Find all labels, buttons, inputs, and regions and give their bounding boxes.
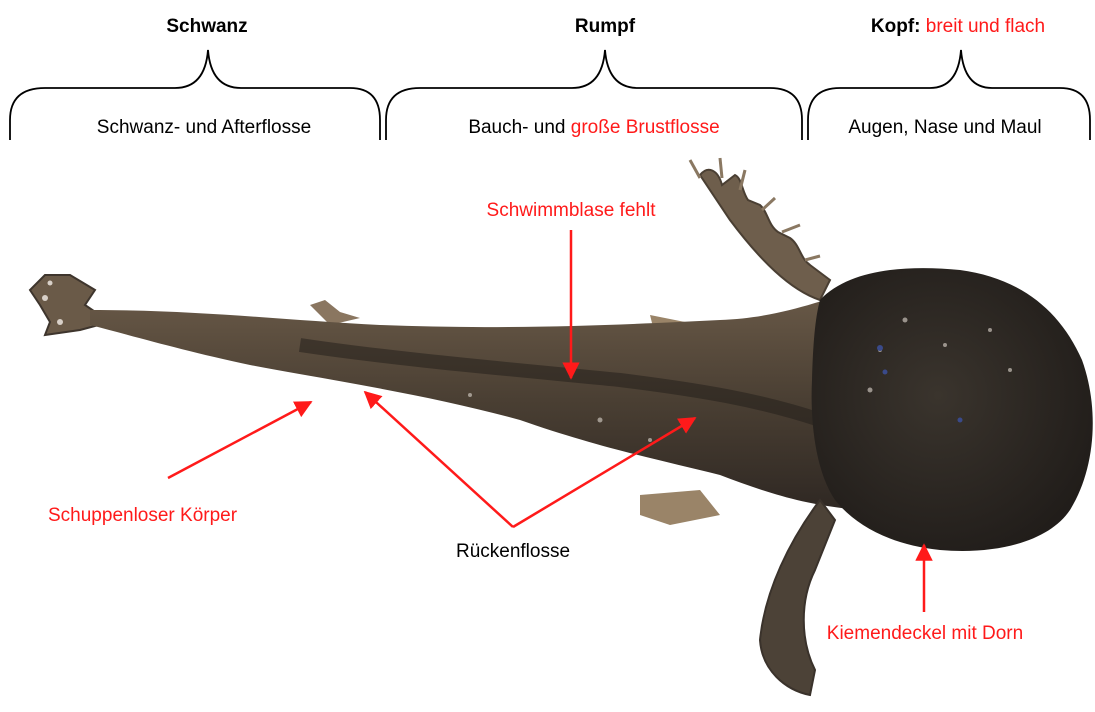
section-content-tail: Schwanz- und Afterflosse xyxy=(97,117,311,139)
label-gill-cover: Kiemendeckel mit Dorn xyxy=(827,623,1023,645)
label-scaleless-body: Schuppenloser Körper xyxy=(48,505,237,527)
section-content-trunk-plain: Bauch- und xyxy=(468,117,570,138)
section-title-head-red: breit und flach xyxy=(920,16,1045,37)
section-content-head: Augen, Nase und Maul xyxy=(848,117,1041,139)
arrow-scaleless-body xyxy=(168,402,311,478)
section-content-trunk-red: große Brustflosse xyxy=(571,117,720,138)
section-title-head: Kopf: breit und flach xyxy=(871,16,1045,38)
fish-photo xyxy=(30,158,1093,695)
section-title-trunk: Rumpf xyxy=(575,16,635,38)
label-dorsal-fin: Rückenflosse xyxy=(456,541,570,563)
section-title-tail: Schwanz xyxy=(166,16,247,38)
section-content-trunk: Bauch- und große Brustflosse xyxy=(468,117,719,139)
label-swim-bladder: Schwimmblase fehlt xyxy=(487,200,656,222)
section-title-head-bold: Kopf: xyxy=(871,16,921,37)
